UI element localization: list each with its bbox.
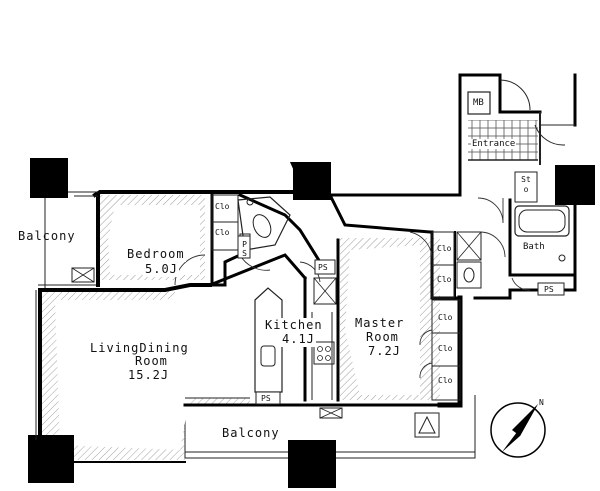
- bedroom-floor-white: [108, 205, 200, 275]
- master-room-floor-white: [345, 245, 420, 395]
- structural-columns: [28, 158, 595, 488]
- north-arrow-icon: [490, 402, 546, 458]
- closets: [211, 194, 461, 401]
- entrance-tile: [468, 120, 538, 160]
- windows: [35, 191, 250, 440]
- bath-fixtures: [456, 171, 570, 289]
- living-room-floor-white: [55, 290, 250, 450]
- balcony-left-area: [38, 191, 100, 290]
- kitchen-counter: [254, 277, 337, 400]
- pipe-spaces: [237, 235, 565, 405]
- entrance-area: [467, 79, 575, 165]
